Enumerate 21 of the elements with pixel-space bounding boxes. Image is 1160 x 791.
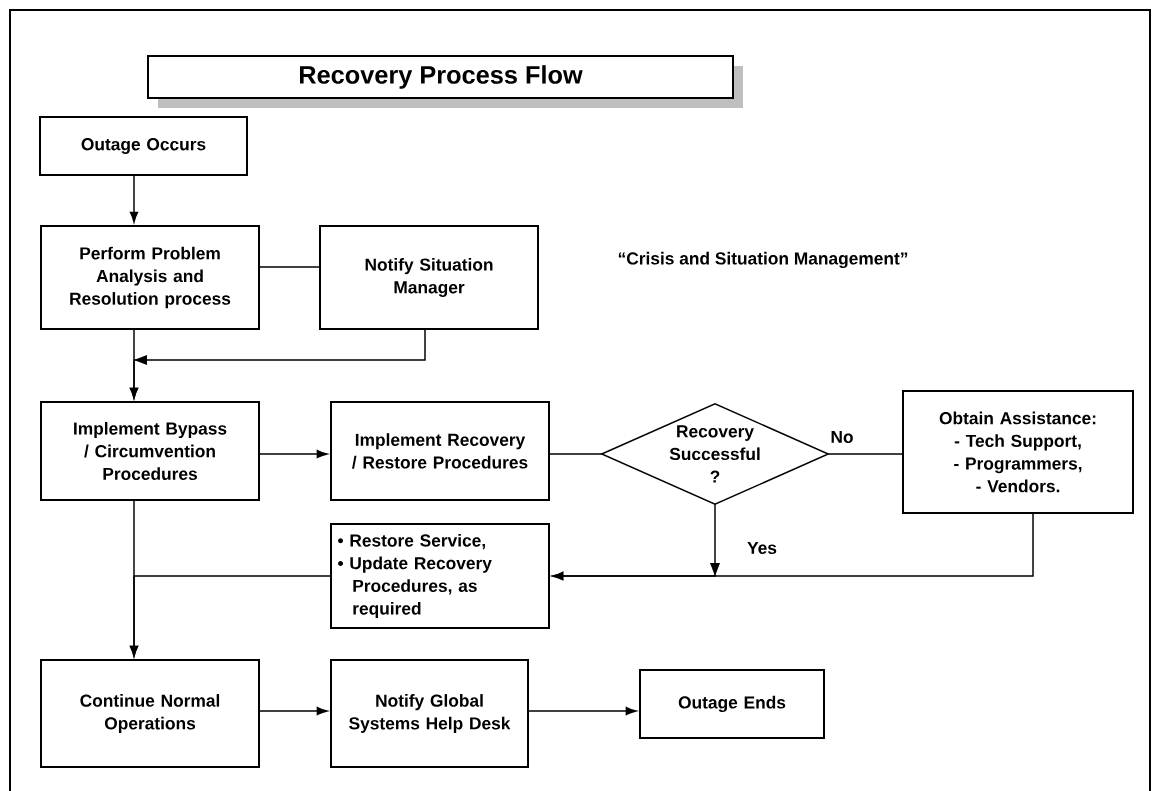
process-box: Implement Recovery / Restore Procedures: [330, 401, 550, 501]
process-box: Outage Ends: [639, 669, 825, 739]
process-box: Notify Situation Manager: [319, 225, 539, 330]
process-box: • Restore Service, • Update Recovery Procedures, as required: [330, 523, 550, 629]
arrow: [129, 329, 426, 399]
arrow: [528, 706, 637, 716]
edge-label: No: [829, 429, 855, 445]
arrow: [259, 706, 328, 716]
note-text: “Crisis and Situation Management”: [618, 251, 908, 269]
process-box: Perform Problem Analysis and Resolution process: [40, 225, 260, 330]
process-box: Continue Normal Operations: [40, 659, 260, 768]
process-box: Obtain Assistance: - Tech Support, - Programmers, - Vendors.: [902, 390, 1134, 514]
title-box: Recovery Process Flow: [147, 55, 743, 108]
edge-label: Yes: [745, 540, 779, 556]
process-box: Notify Global Systems Help Desk: [330, 659, 529, 768]
arrow: [259, 449, 328, 459]
process-box: Outage Occurs: [39, 116, 248, 176]
arrow: [129, 575, 331, 657]
arrow: [129, 175, 139, 223]
arrow: [552, 513, 1034, 581]
process-box: Implement Bypass / Circumvention Procedures: [40, 401, 260, 501]
